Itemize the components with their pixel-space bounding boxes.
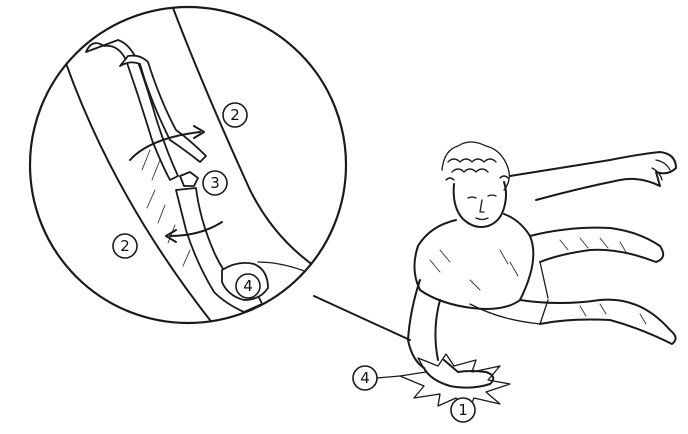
supporting-arm (407, 279, 441, 369)
head (452, 181, 507, 228)
callout-label: 2 (120, 237, 130, 255)
callout-fracture-site: 3 (202, 170, 228, 196)
callout-label: 3 (210, 174, 220, 192)
raised-arm (509, 151, 677, 201)
shorts (469, 261, 549, 325)
callout-label: 4 (243, 277, 253, 295)
hair (441, 141, 510, 191)
rotation-arrow-lower (165, 221, 223, 243)
legs (519, 226, 677, 345)
callout-wrist-joint: 4 (235, 273, 261, 299)
impact-burst (399, 353, 511, 413)
hand-raised (651, 159, 671, 181)
inset-leader-line (313, 295, 411, 341)
callout-impact-point: 1 (450, 397, 476, 423)
shirt (413, 213, 535, 310)
forearm-outline (57, 7, 321, 323)
inset-circle (28, 5, 348, 325)
callout-label: 2 (230, 106, 240, 124)
rotation-arrow-upper (129, 125, 205, 161)
ulna-bone (119, 54, 207, 163)
callout-muscle-pull-lower: 2 (112, 233, 138, 259)
callout-muscle-pull-upper: 2 (222, 102, 248, 128)
magnified-inset (28, 5, 411, 341)
callout-label: 1 (458, 401, 468, 419)
callout-ground-contact: 4 (352, 365, 401, 391)
face-features (467, 194, 497, 221)
callout-label: 4 (360, 369, 370, 387)
fracture-fragment (179, 171, 199, 187)
falling-person (399, 141, 677, 413)
